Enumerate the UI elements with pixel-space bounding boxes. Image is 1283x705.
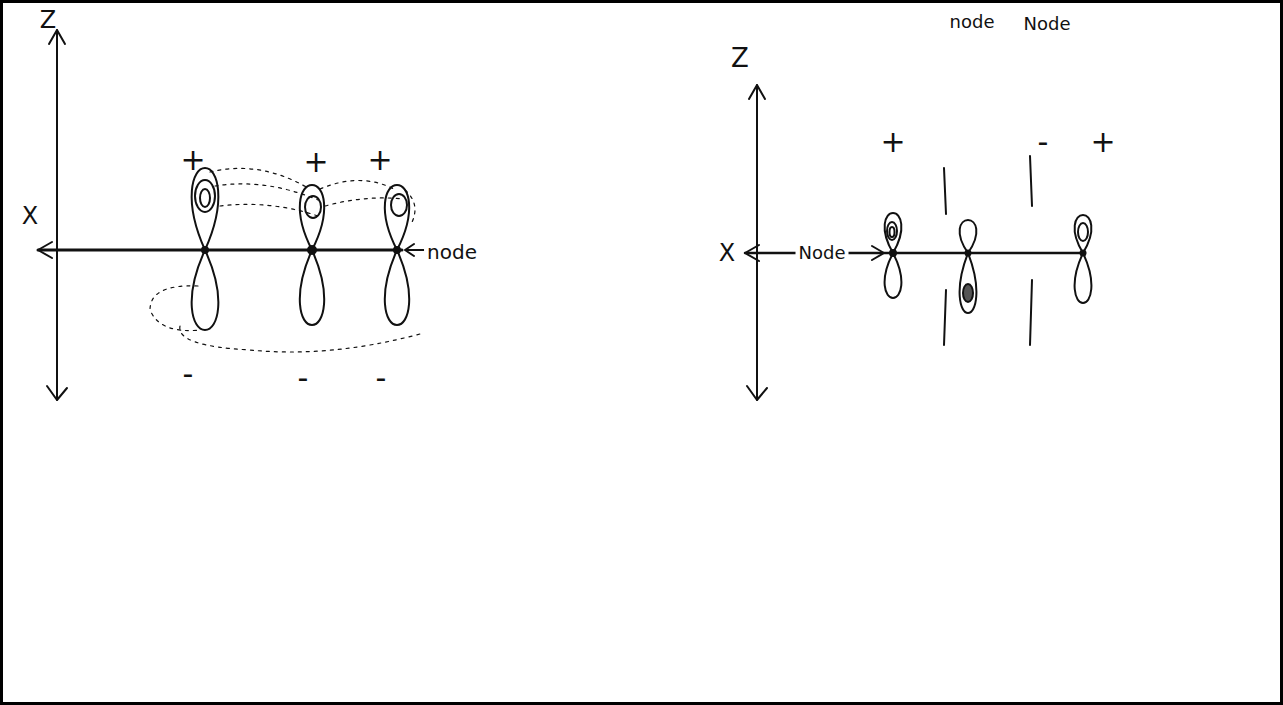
node-label: node — [950, 13, 995, 31]
phase-sign: - — [376, 363, 387, 393]
p-orbitals — [885, 213, 1092, 313]
overlap-lines — [150, 168, 420, 352]
p-orbitals — [192, 168, 410, 330]
axes — [38, 30, 402, 400]
phase-sign: - — [1038, 127, 1049, 157]
axis-label: Z — [731, 45, 749, 71]
axis-label: Z — [40, 8, 56, 32]
phase-sign: + — [1090, 127, 1115, 157]
phase-sign: + — [367, 145, 392, 175]
axis-label: X — [22, 204, 38, 228]
node-label: node — [424, 241, 480, 263]
leader-arrow — [872, 246, 884, 260]
phase-sign: + — [303, 147, 328, 177]
phase-sign: + — [180, 145, 205, 175]
node-label: Node — [796, 243, 849, 263]
phase-sign: + — [880, 127, 905, 157]
nodal-plane — [944, 156, 1032, 345]
leader-arrow — [405, 244, 424, 256]
phase-sign: - — [183, 359, 194, 389]
node-label: Node — [1024, 15, 1071, 33]
phase-sign: - — [298, 363, 309, 393]
axis-label: X — [719, 241, 735, 265]
axes — [745, 85, 1085, 400]
